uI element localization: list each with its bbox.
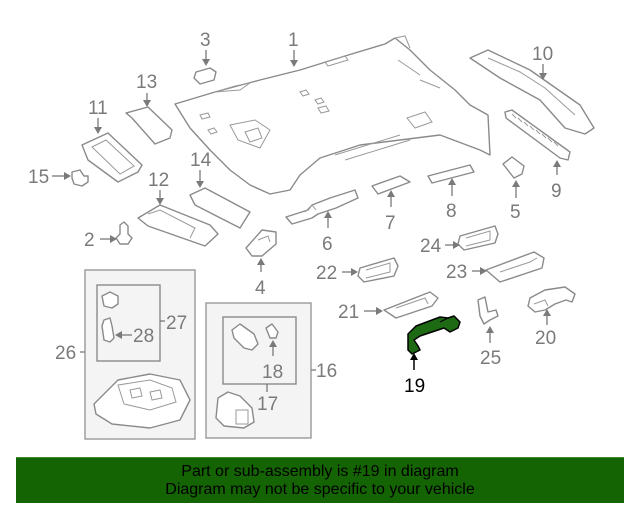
part-20[interactable] xyxy=(527,286,576,313)
callout-20: 20 xyxy=(535,328,556,349)
part-1-headliner[interactable] xyxy=(174,35,491,195)
callout-7: 7 xyxy=(385,213,396,234)
part-3[interactable] xyxy=(193,67,217,85)
part-21[interactable] xyxy=(383,291,439,319)
callout-13: 13 xyxy=(136,72,157,93)
part-19-grab-handle[interactable] xyxy=(407,315,461,355)
callout-24: 24 xyxy=(420,236,442,257)
part-25[interactable] xyxy=(477,296,499,325)
callout-17: 17 xyxy=(257,394,278,415)
part-info-banner: Part or sub-assembly is #19 in diagram D… xyxy=(16,457,624,503)
part-23[interactable] xyxy=(485,251,545,283)
callout-8: 8 xyxy=(446,201,457,222)
callout-25: 25 xyxy=(480,348,501,369)
part-22[interactable] xyxy=(357,257,399,283)
part-17-bulb[interactable] xyxy=(231,323,259,351)
part-2[interactable] xyxy=(115,221,133,245)
callout-28: 28 xyxy=(133,326,154,347)
callout-12: 12 xyxy=(148,170,169,191)
part-26-dome-light[interactable] xyxy=(93,373,191,429)
banner-line-part: Part or sub-assembly is #19 in diagram xyxy=(181,462,459,480)
parts-diagram: 1 3 13 11 15 12 14 2 xyxy=(28,30,595,440)
callout-27: 27 xyxy=(166,313,187,334)
group-17-box xyxy=(222,316,297,385)
part-8[interactable] xyxy=(427,164,475,184)
callout-22: 22 xyxy=(316,263,337,284)
callout-9: 9 xyxy=(551,181,562,202)
callout-10: 10 xyxy=(532,44,553,65)
part-15[interactable] xyxy=(71,169,89,187)
callout-19: 19 xyxy=(404,376,425,397)
part-13[interactable] xyxy=(125,106,173,145)
part-7[interactable] xyxy=(371,175,411,195)
callout-21: 21 xyxy=(338,302,359,323)
callout-6: 6 xyxy=(322,234,333,255)
callout-5: 5 xyxy=(510,202,521,223)
part-5[interactable] xyxy=(502,156,525,179)
callout-18: 18 xyxy=(262,362,283,383)
callout-14: 14 xyxy=(190,150,212,171)
callout-26: 26 xyxy=(55,343,76,364)
callout-3: 3 xyxy=(200,30,211,51)
part-14[interactable] xyxy=(189,187,251,229)
banner-line-disclaimer: Diagram may not be specific to your vehi… xyxy=(165,480,475,498)
part-10[interactable] xyxy=(469,49,595,135)
part-6[interactable] xyxy=(285,189,359,225)
callout-15: 15 xyxy=(28,167,49,188)
part-11[interactable] xyxy=(81,132,143,183)
part-4[interactable] xyxy=(245,229,277,257)
part-24[interactable] xyxy=(457,225,499,251)
part-16-lamp-housing[interactable] xyxy=(215,391,255,429)
callout-11: 11 xyxy=(88,98,108,119)
callout-1: 1 xyxy=(288,30,299,51)
part-27-switch[interactable] xyxy=(101,291,119,309)
callout-4: 4 xyxy=(255,278,266,299)
callout-16: 16 xyxy=(316,361,337,382)
part-18-bulb[interactable] xyxy=(265,323,279,339)
callout-23: 23 xyxy=(446,262,467,283)
part-9[interactable] xyxy=(504,109,571,161)
part-28-bulb[interactable] xyxy=(101,317,115,343)
callout-2: 2 xyxy=(84,230,95,251)
